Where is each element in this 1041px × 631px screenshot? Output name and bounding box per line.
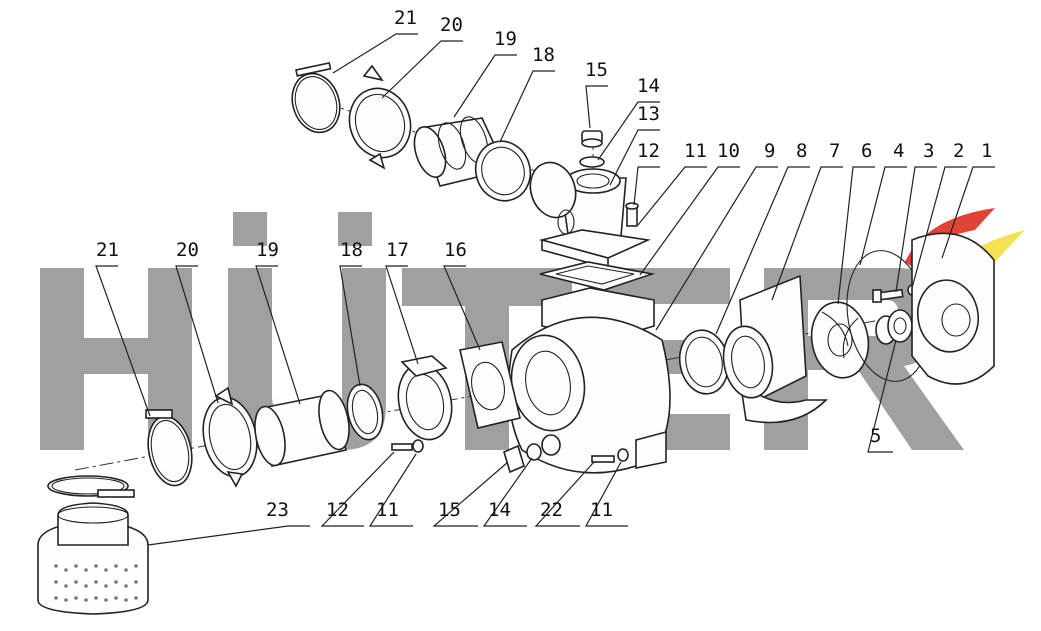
part-12-top-bolt [625,202,639,227]
callout-3: 3 [923,140,934,162]
callout-5: 5 [870,425,881,447]
part-6-impeller [810,301,870,379]
callout-2: 2 [953,140,964,162]
callout-6: 6 [861,140,872,162]
callout-21-left: 21 [96,239,119,261]
callout-18-left: 18 [340,239,363,261]
callout-15-bottom: 15 [438,499,461,521]
callout-19-left: 19 [256,239,279,261]
callout-23: 23 [266,499,289,521]
part-19-left-hose-nipple [254,389,350,467]
part-10-flange-gasket [539,261,656,291]
part-3-bolt [872,288,904,303]
callout-4: 4 [893,140,904,162]
callout-20-top: 20 [440,14,463,36]
callout-21-top: 21 [394,7,417,29]
part-20-top-coupling [348,64,412,170]
part-13-outlet-elbow [529,161,651,270]
callout-19-top: 19 [494,28,517,50]
part-9-pump-body [507,287,671,474]
part-16-flap-valve [459,341,521,429]
part-14-top-washer [579,156,605,168]
callout-11-top: 11 [684,140,707,162]
callout-leaders [95,33,995,546]
callout-9: 9 [764,140,775,162]
callout-13: 13 [637,103,660,125]
callout-8: 8 [796,140,807,162]
part-18-top-gasket [474,140,532,202]
part-7-volute-casing [722,274,828,424]
callout-15-top: 15 [585,59,608,81]
callout-10: 10 [717,140,740,162]
callout-1: 1 [981,140,992,162]
bottom-fasteners [391,439,629,474]
callout-17: 17 [386,239,409,261]
part-5-mech-seal [875,309,913,345]
callout-14-top: 14 [637,75,660,97]
callout-11-bottom: 11 [376,499,399,521]
callout-11-bottom-2: 11 [590,499,613,521]
part-8-volute-gasket [678,329,730,395]
callout-22: 22 [540,499,563,521]
callout-7: 7 [829,140,840,162]
part-21-left-clamp [145,409,193,487]
callout-12-bottom: 12 [326,499,349,521]
callout-16: 16 [444,239,467,261]
part-21-top-clamp [291,61,341,134]
callout-labels: 21 20 19 18 15 14 13 12 11 10 9 8 7 6 4 … [96,7,992,521]
callout-20-left: 20 [176,239,199,261]
part-15-top-plug [581,130,603,148]
callout-12-top: 12 [637,140,660,162]
part-21-strainer-clamp [47,475,135,498]
part-20-left-coupling [202,386,258,488]
part-23-strainer [37,502,149,615]
part-17-inlet-flange [397,355,453,441]
part-18-left-gasket [346,383,384,441]
part-1-rear-housing [911,232,995,385]
callout-18-top: 18 [532,44,555,66]
callout-14-bottom: 14 [488,499,511,521]
